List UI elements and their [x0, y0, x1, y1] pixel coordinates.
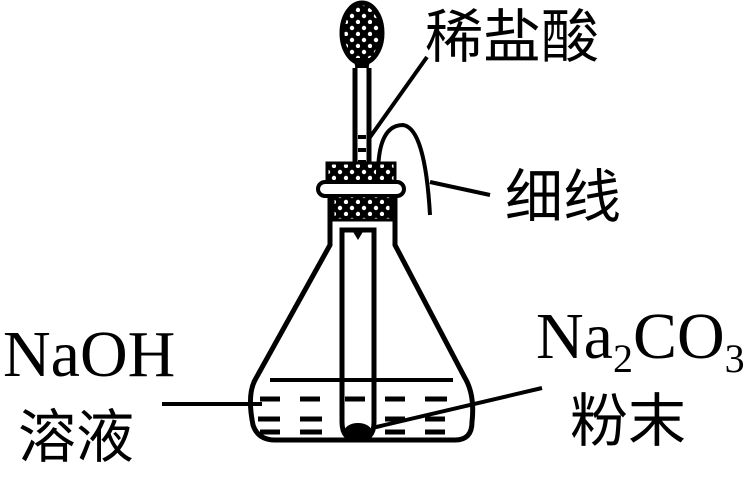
string-thread: [376, 122, 432, 216]
label-dilute-hcl: 稀盐酸: [425, 3, 600, 71]
na2co3-sub2: 2: [612, 336, 633, 381]
powder: [344, 423, 372, 441]
label-naoh: NaOH: [3, 318, 176, 391]
na2co3-sub3: 3: [724, 336, 745, 381]
hcl-leader-line: [366, 55, 429, 142]
label-na2co3: Na2CO3: [536, 304, 745, 379]
test-tube: [339, 227, 377, 443]
label-string: 细线: [505, 163, 622, 231]
na2co3-co: CO: [632, 300, 725, 373]
na2co3-na: Na: [536, 300, 613, 373]
label-powder: 粉末: [570, 387, 687, 455]
dropper: [339, 0, 385, 185]
label-naoh-solution: 溶液: [18, 403, 135, 471]
string-leader-line: [429, 180, 491, 197]
na2co3-leader-line: [371, 386, 543, 430]
